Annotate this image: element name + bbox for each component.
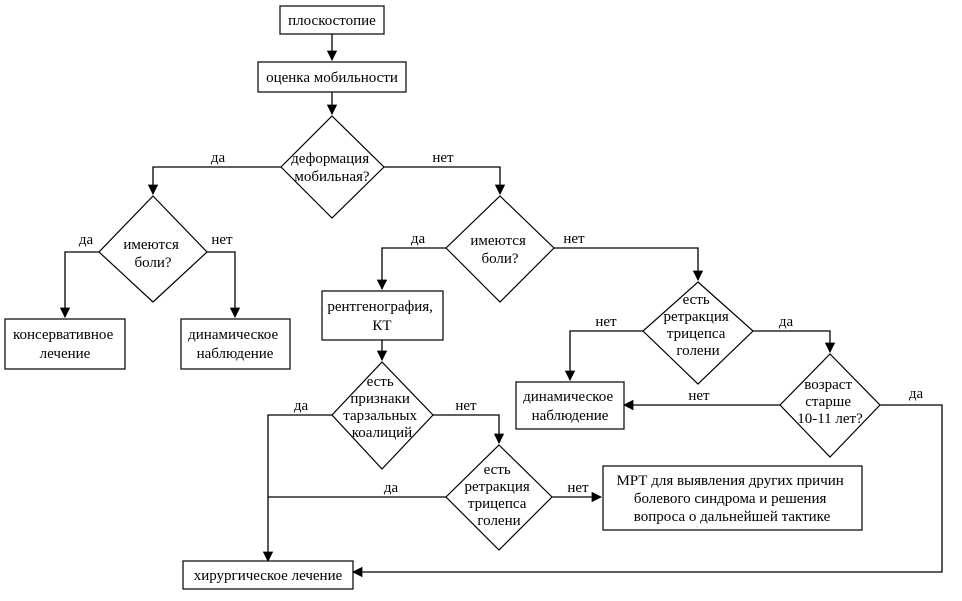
node-mri-line-1: МРТ для выявления других причин [616,473,843,489]
label-tarsal-yes: да [294,398,309,414]
node-pain-right-line-1: имеются [470,233,526,249]
edge-age-yes [351,404,943,578]
node-observation-right-line-1: динамическое [523,389,613,405]
node-observation-left: динамическое наблюдение [180,318,291,370]
node-conservative: консервативное лечение [4,318,126,370]
node-mobility-label: оценка мобильности [266,70,398,86]
node-retraction-upper-line-4: голени [676,343,719,359]
node-mobility: оценка мобильности [257,61,407,93]
node-deformation-line-1: деформация [291,151,369,167]
node-tarsal-line-2: признаки [350,391,409,407]
label-retraction-lower-no: нет [567,480,589,496]
label-pain-left-no: нет [211,232,233,248]
node-retraction-lower-line-1: есть [484,462,511,478]
node-xray-line-2: КТ [372,318,391,334]
node-tarsal-line-4: коалиций [352,425,412,441]
node-xray-line-1: рентгенография, [327,299,433,315]
label-pain-right-yes: да [411,231,426,247]
edge-tarsal-no [433,414,505,445]
edge-retraction-upper-no [564,330,643,382]
svg-text:консервативное лечение: консервативное лечение [13,327,117,362]
node-retraction-upper-line-2: ретракция [663,309,728,325]
label-deformation-yes: да [211,150,226,166]
label-retraction-upper-no: нет [595,314,617,330]
node-deformation-line-2: мобильная? [294,169,370,185]
node-pain-left: имеются боли? [98,195,208,303]
svg-text:имеются боли?: имеются боли? [123,237,182,271]
node-conservative-line-1: консервативное [13,327,114,343]
svg-text:есть ретракция три: есть ретракция трицепса голени [663,292,732,359]
label-age-yes: да [909,386,924,402]
node-retraction-lower: есть ретракция трицепса голени [445,444,553,551]
edges [59,34,943,578]
svg-text:имеются боли?: имеются боли? [470,233,529,267]
node-pain-left-line-1: имеются [123,237,179,253]
node-tarsal-line-3: тарзальных [343,408,417,424]
node-retraction-upper: есть ретракция трицепса голени [642,281,754,385]
svg-text:динамическое наблюдение: динамическое наблюдение [523,389,617,424]
edge-retraction-upper-yes [753,330,836,354]
node-retraction-upper-line-3: трицепса [667,326,726,342]
node-mri-line-2: болевого синдрома и решения [634,491,827,507]
label-retraction-upper-yes: да [779,314,794,330]
edge-pain-right-yes [376,247,446,291]
label-pain-left-yes: да [79,232,94,248]
node-start-label: плоскостопие [288,13,376,29]
node-pain-right-line-2: боли? [481,251,518,267]
node-conservative-line-2: лечение [40,346,91,362]
node-start: плоскостопие [279,5,385,35]
node-age-line-2: старше [805,394,851,410]
node-xray: рентгенография, КТ [321,290,444,341]
node-age-line-1: возраст [804,377,852,393]
node-observation-left-line-1: динамическое [188,327,278,343]
svg-text:есть ретракция три: есть ретракция трицепса голени [464,462,533,529]
node-pain-left-line-2: боли? [134,255,171,271]
node-surgery: хирургическое лечение [182,560,354,590]
svg-text:возраст старше 10-: возраст старше 10-11 лет? [797,377,863,427]
node-retraction-lower-line-3: трицепса [468,496,527,512]
node-mri: МРТ для выявления других причин болевого… [602,465,863,531]
svg-text:есть признаки тарз: есть признаки тарзальных коалиций [343,374,420,441]
edge-pain-left-yes [59,251,99,319]
label-pain-right-no: нет [563,231,585,247]
node-age: возраст старше 10-11 лет? [779,353,881,458]
label-deformation-no: нет [432,150,454,166]
svg-text:деформация мобильная?: деформация мобильная? [291,151,373,185]
label-retraction-lower-yes: да [384,480,399,496]
node-tarsal-line-1: есть [367,374,394,390]
node-deformation: деформация мобильная? [280,115,385,219]
edge-deformation-no [384,166,506,196]
node-age-line-3: 10-11 лет? [797,411,863,427]
label-age-no: нет [688,388,710,404]
node-retraction-lower-line-2: ретракция [464,479,529,495]
node-observation-right-line-2: наблюдение [532,408,609,424]
node-observation-right: динамическое наблюдение [515,381,625,430]
node-observation-left-line-2: наблюдение [197,346,274,362]
edge-pain-right-no [554,247,704,282]
edge-deformation-yes [147,166,281,196]
label-tarsal-no: нет [455,398,477,414]
edge-pain-left-no [207,251,241,319]
edge-labels: да нет да нет да нет нет да да нет нет д… [79,150,924,496]
edge-tarsal-yes [262,414,332,563]
svg-text:МРТ для выявления других причи: МРТ для выявления других причин болевого… [616,473,847,525]
svg-text:динамическое наблюдение: динамическое наблюдение [188,327,282,362]
node-retraction-lower-line-4: голени [477,513,520,529]
node-retraction-upper-line-1: есть [683,292,710,308]
node-surgery-label: хирургическое лечение [194,568,343,584]
svg-text:рентгенография, КТ: рентгенография, КТ [327,299,436,334]
node-pain-right: имеются боли? [445,195,555,303]
node-mri-line-3: вопроса о дальнейшей тактике [634,509,831,525]
node-tarsal: есть признаки тарзальных коалиций [331,361,434,470]
